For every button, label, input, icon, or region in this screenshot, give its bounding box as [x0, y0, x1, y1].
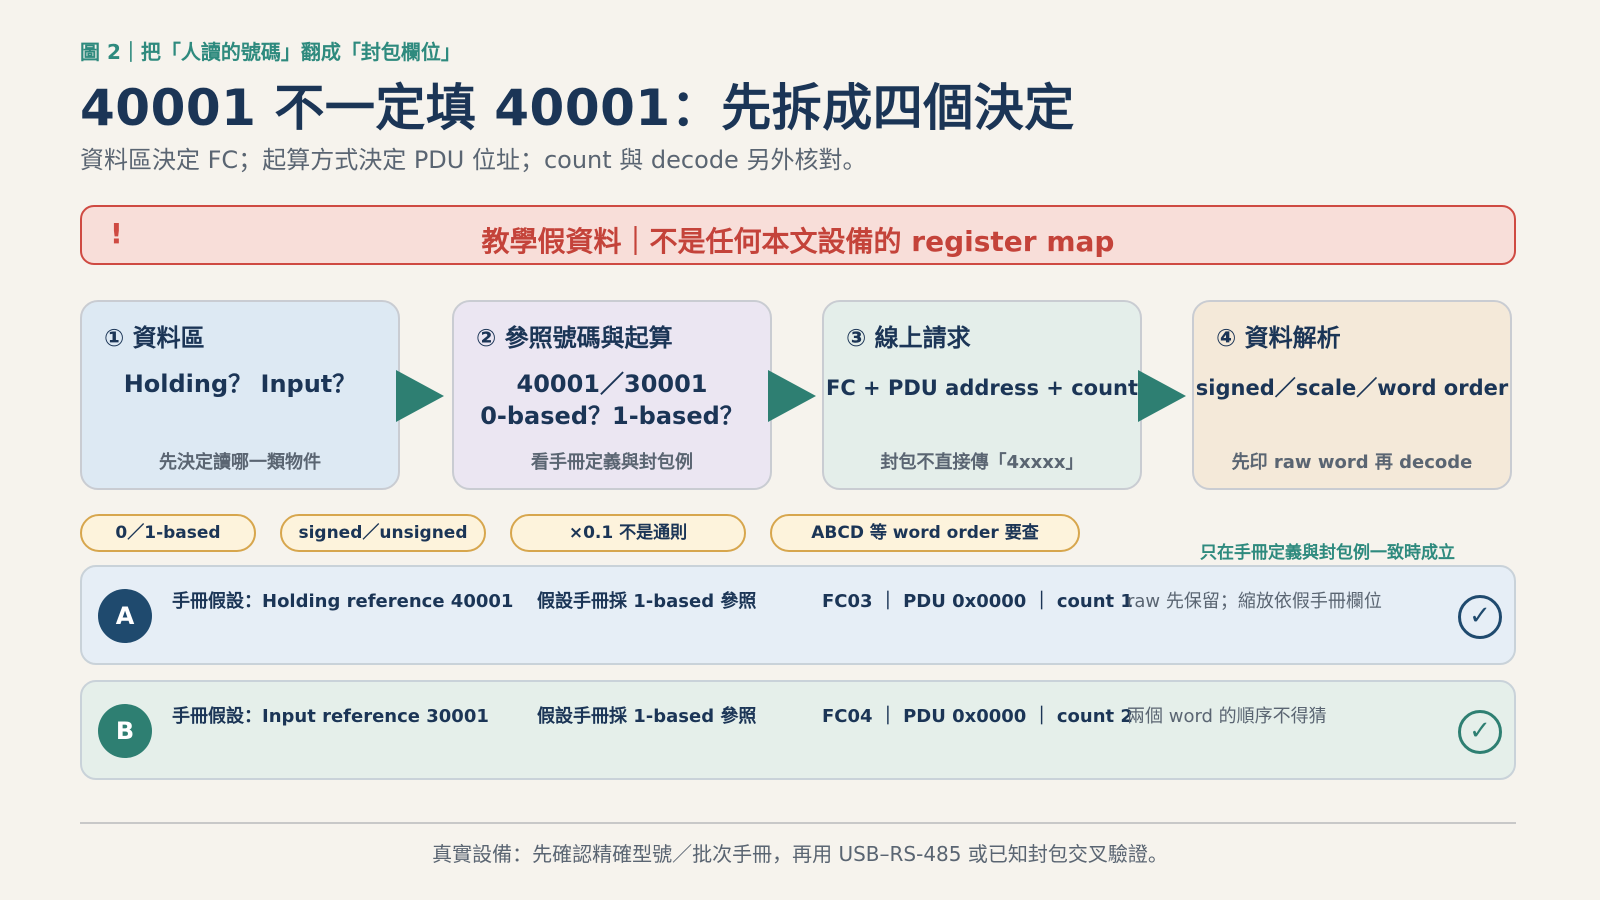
warning-text: 教學假資料｜不是任何本文設備的 register map	[481, 225, 1115, 258]
step-title: ④ 資料解析	[1216, 324, 1341, 352]
footer-note: 真實設備：先確認精確型號／批次手冊，再用 USB–RS-485 或已知封包交叉驗…	[432, 842, 1168, 866]
page-title: 40001 不一定填 40001：先拆成四個決定	[80, 79, 1075, 137]
step-note: 先印 raw word 再 decode	[1231, 452, 1473, 473]
step-card-reference-numbering: ② 參照號碼與起算 40001／30001 0-based？1-based？ 看…	[452, 300, 772, 490]
row-assumption: 手冊假設：Input reference 30001	[172, 706, 489, 727]
row-badge: A	[98, 589, 152, 643]
row-basis: 假設手冊採 1-based 參照	[537, 591, 757, 612]
step-note: 封包不直接傳「4xxxx」	[880, 452, 1084, 473]
step-main: signed／scale／word order	[1195, 376, 1509, 400]
row-badge: B	[98, 704, 152, 758]
row-request: FC04 ｜ PDU 0x0000 ｜ count 2	[822, 706, 1133, 727]
step-title: ① 資料區	[104, 324, 205, 352]
warning-icon: !	[110, 217, 123, 250]
flow-arrow	[1138, 370, 1186, 422]
check-icon: ✓	[1458, 595, 1502, 639]
warning-banner: ! 教學假資料｜不是任何本文設備的 register map	[80, 205, 1516, 265]
row-note: 兩個 word 的順序不得猜	[1127, 706, 1327, 727]
step-card-data-area: ① 資料區 Holding？ Input？ 先決定讀哪一類物件	[80, 300, 400, 490]
example-row-a: A 手冊假設：Holding reference 40001 假設手冊採 1-b…	[80, 565, 1516, 665]
divider	[80, 822, 1516, 824]
flow-arrow	[396, 370, 444, 422]
step-title: ③ 線上請求	[846, 324, 971, 352]
chip-word-order: ABCD 等 word order 要查	[770, 514, 1080, 552]
example-row-b: B 手冊假設：Input reference 30001 假設手冊採 1-bas…	[80, 680, 1516, 780]
check-icon: ✓	[1458, 710, 1502, 754]
step-main: FC + PDU address + count	[825, 376, 1139, 400]
step-note: 看手冊定義與封包例	[531, 452, 693, 473]
flow-arrow	[768, 370, 816, 422]
chip-scale-factor: ×0.1 不是通則	[510, 514, 746, 552]
chip-note: 只在手冊定義與封包例一致時成立	[1200, 543, 1455, 563]
row-request: FC03 ｜ PDU 0x0000 ｜ count 1	[822, 591, 1133, 612]
figure-label: 圖 2｜把「人讀的號碼」翻成「封包欄位」	[80, 40, 461, 64]
step-main: 40001／30001 0-based？1-based？	[480, 370, 744, 430]
row-basis: 假設手冊採 1-based 參照	[537, 706, 757, 727]
row-assumption: 手冊假設：Holding reference 40001	[172, 591, 514, 612]
step-title: ② 參照號碼與起算	[476, 324, 673, 352]
row-note: raw 先保留；縮放依假手冊欄位	[1127, 591, 1382, 612]
step-card-wire-request: ③ 線上請求 FC + PDU address + count 封包不直接傳「4…	[822, 300, 1142, 490]
page-subtitle: 資料區決定 FC；起算方式決定 PDU 位址；count 與 decode 另外…	[80, 146, 867, 174]
chip-zero-one-based: 0／1-based	[80, 514, 256, 552]
chip-signed-unsigned: signed／unsigned	[280, 514, 486, 552]
step-card-data-decode: ④ 資料解析 signed／scale／word order 先印 raw wo…	[1192, 300, 1512, 490]
step-note: 先決定讀哪一類物件	[159, 452, 321, 473]
step-main: Holding？ Input？	[123, 370, 357, 398]
